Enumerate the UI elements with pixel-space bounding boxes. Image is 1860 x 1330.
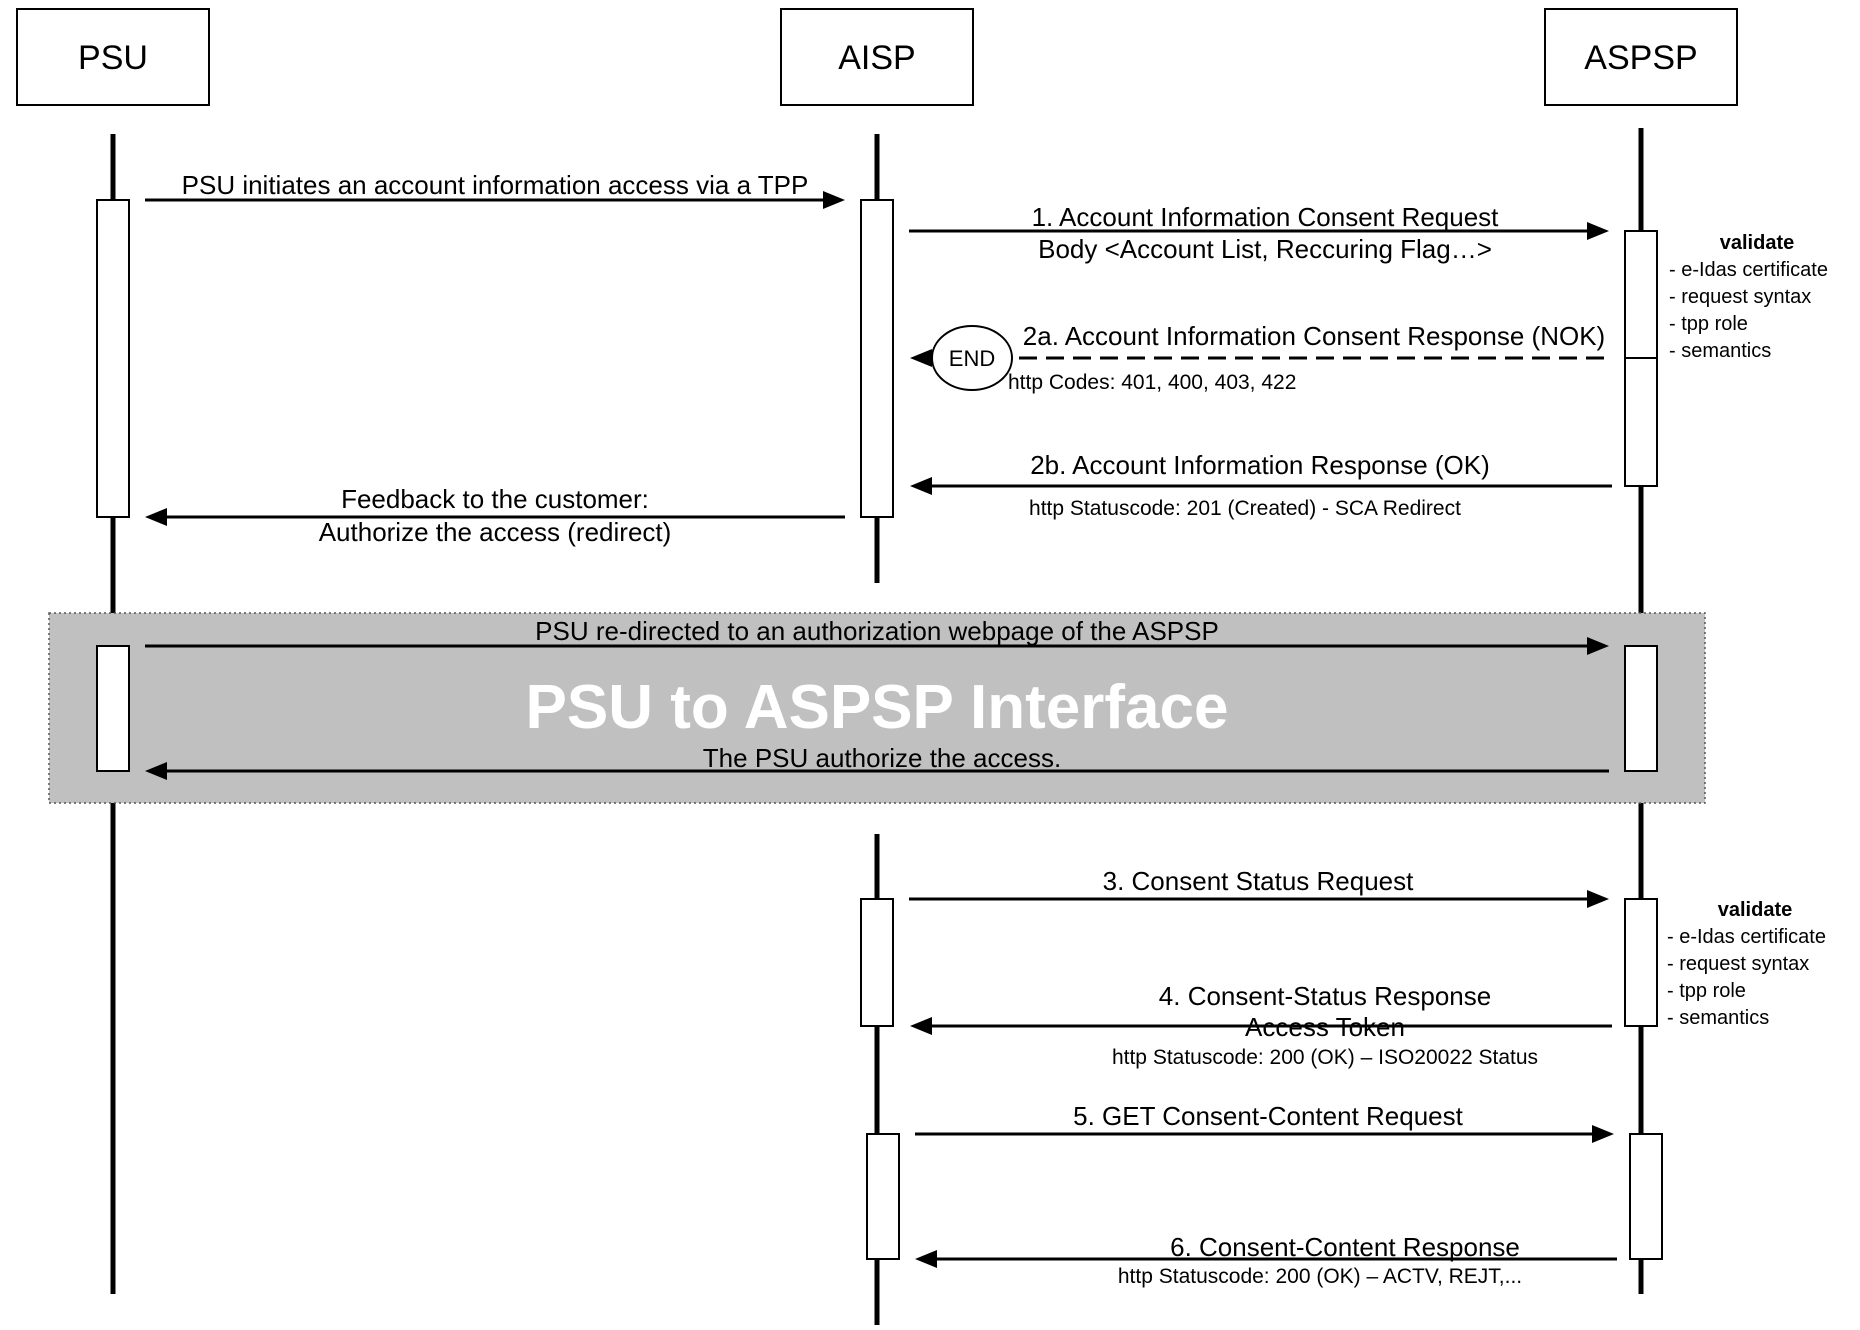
end-label: END <box>949 346 995 371</box>
message-2a-label: 2a. Account Information Consent Response… <box>1023 321 1605 351</box>
message-redirect-to-aspsp: PSU re-directed to an authorization webp… <box>145 616 1609 655</box>
message-4-consent-status-response: 4. Consent-Status Response Access Token … <box>910 981 1612 1069</box>
message-2b-label: 2b. Account Information Response (OK) <box>1030 450 1490 480</box>
validate-note-2-title: validate <box>1718 899 1792 921</box>
actor-aisp: AISP <box>780 8 974 106</box>
validate-note-1-item: - semantics <box>1669 340 1771 362</box>
message-authorize-label: The PSU authorize the access. <box>703 743 1061 773</box>
message-1-label: 1. Account Information Consent Request <box>1032 202 1500 232</box>
activation-psu-1 <box>96 199 130 518</box>
message-3-label: 3. Consent Status Request <box>1103 866 1415 896</box>
validate-note-1-item: - request syntax <box>1669 286 1811 308</box>
band-title: PSU to ASPSP Interface <box>526 673 1229 742</box>
activation-aisp-2 <box>860 898 894 1027</box>
message-2b-response-ok: 2b. Account Information Response (OK) ht… <box>910 450 1612 520</box>
actor-aisp-label: AISP <box>838 39 915 77</box>
validate-note-2-item: - request syntax <box>1667 953 1809 975</box>
activation-aisp-3 <box>866 1133 900 1260</box>
message-5-label: 5. GET Consent-Content Request <box>1073 1101 1464 1131</box>
end-terminator <box>931 325 1013 391</box>
validate-note-2-item: - tpp role <box>1667 980 1746 1002</box>
validate-note-2-item: - e-Idas certificate <box>1667 926 1826 948</box>
message-2b-status: http Statuscode: 201 (Created) - SCA Red… <box>1029 497 1461 520</box>
actor-aspsp-label: ASPSP <box>1584 39 1697 77</box>
message-2a-consent-response-nok: END 2a. Account Information Consent Resp… <box>910 321 1612 394</box>
activation-psu-2 <box>96 645 130 772</box>
message-psu-initiates: PSU initiates an account information acc… <box>145 170 845 209</box>
message-4-status: http Statuscode: 200 (OK) – ISO20022 Sta… <box>1112 1046 1538 1069</box>
message-6-status: http Statuscode: 200 (OK) – ACTV, REJT,.… <box>1118 1265 1522 1288</box>
validate-note-2: validate - e-Idas certificate - request … <box>1667 899 1826 1029</box>
message-2a-codes: http Codes: 401, 400, 403, 422 <box>1008 371 1296 394</box>
activation-aspsp-4 <box>1629 1133 1663 1260</box>
message-feedback-line-2: Authorize the access (redirect) <box>319 517 672 547</box>
message-6-label: 6. Consent-Content Response <box>1170 1232 1520 1262</box>
message-psu-authorize: The PSU authorize the access. <box>145 743 1609 780</box>
message-feedback-line-1: Feedback to the customer: <box>341 484 649 514</box>
activation-aspsp-3 <box>1624 898 1658 1027</box>
actor-psu-label: PSU <box>78 39 148 77</box>
message-6-consent-content-response: 6. Consent-Content Response http Statusc… <box>915 1232 1617 1288</box>
validate-note-2-item: - semantics <box>1667 1007 1769 1029</box>
actor-psu: PSU <box>16 8 210 106</box>
message-psu-initiates-label: PSU initiates an account information acc… <box>182 170 809 200</box>
message-1-consent-request: 1. Account Information Consent Request B… <box>909 202 1609 264</box>
validate-note-1: validate - e-Idas certificate - request … <box>1669 232 1828 362</box>
message-5-get-consent-content: 5. GET Consent-Content Request <box>915 1101 1614 1143</box>
message-feedback-to-customer: Feedback to the customer: Authorize the … <box>145 484 845 547</box>
message-4-token: Access Token <box>1245 1012 1405 1042</box>
message-4-label: 4. Consent-Status Response <box>1159 981 1491 1011</box>
message-redirect-label: PSU re-directed to an authorization webp… <box>535 616 1219 646</box>
validate-note-1-title: validate <box>1720 232 1794 254</box>
activation-aisp-1 <box>860 199 894 518</box>
activation-aspsp-2 <box>1624 645 1658 772</box>
message-1-body: Body <Account List, Reccuring Flag…> <box>1038 234 1492 264</box>
validate-note-1-item: - tpp role <box>1669 313 1748 335</box>
actor-aspsp: ASPSP <box>1544 8 1738 106</box>
validate-note-1-item: - e-Idas certificate <box>1669 259 1828 281</box>
message-3-consent-status-request: 3. Consent Status Request <box>909 866 1609 908</box>
